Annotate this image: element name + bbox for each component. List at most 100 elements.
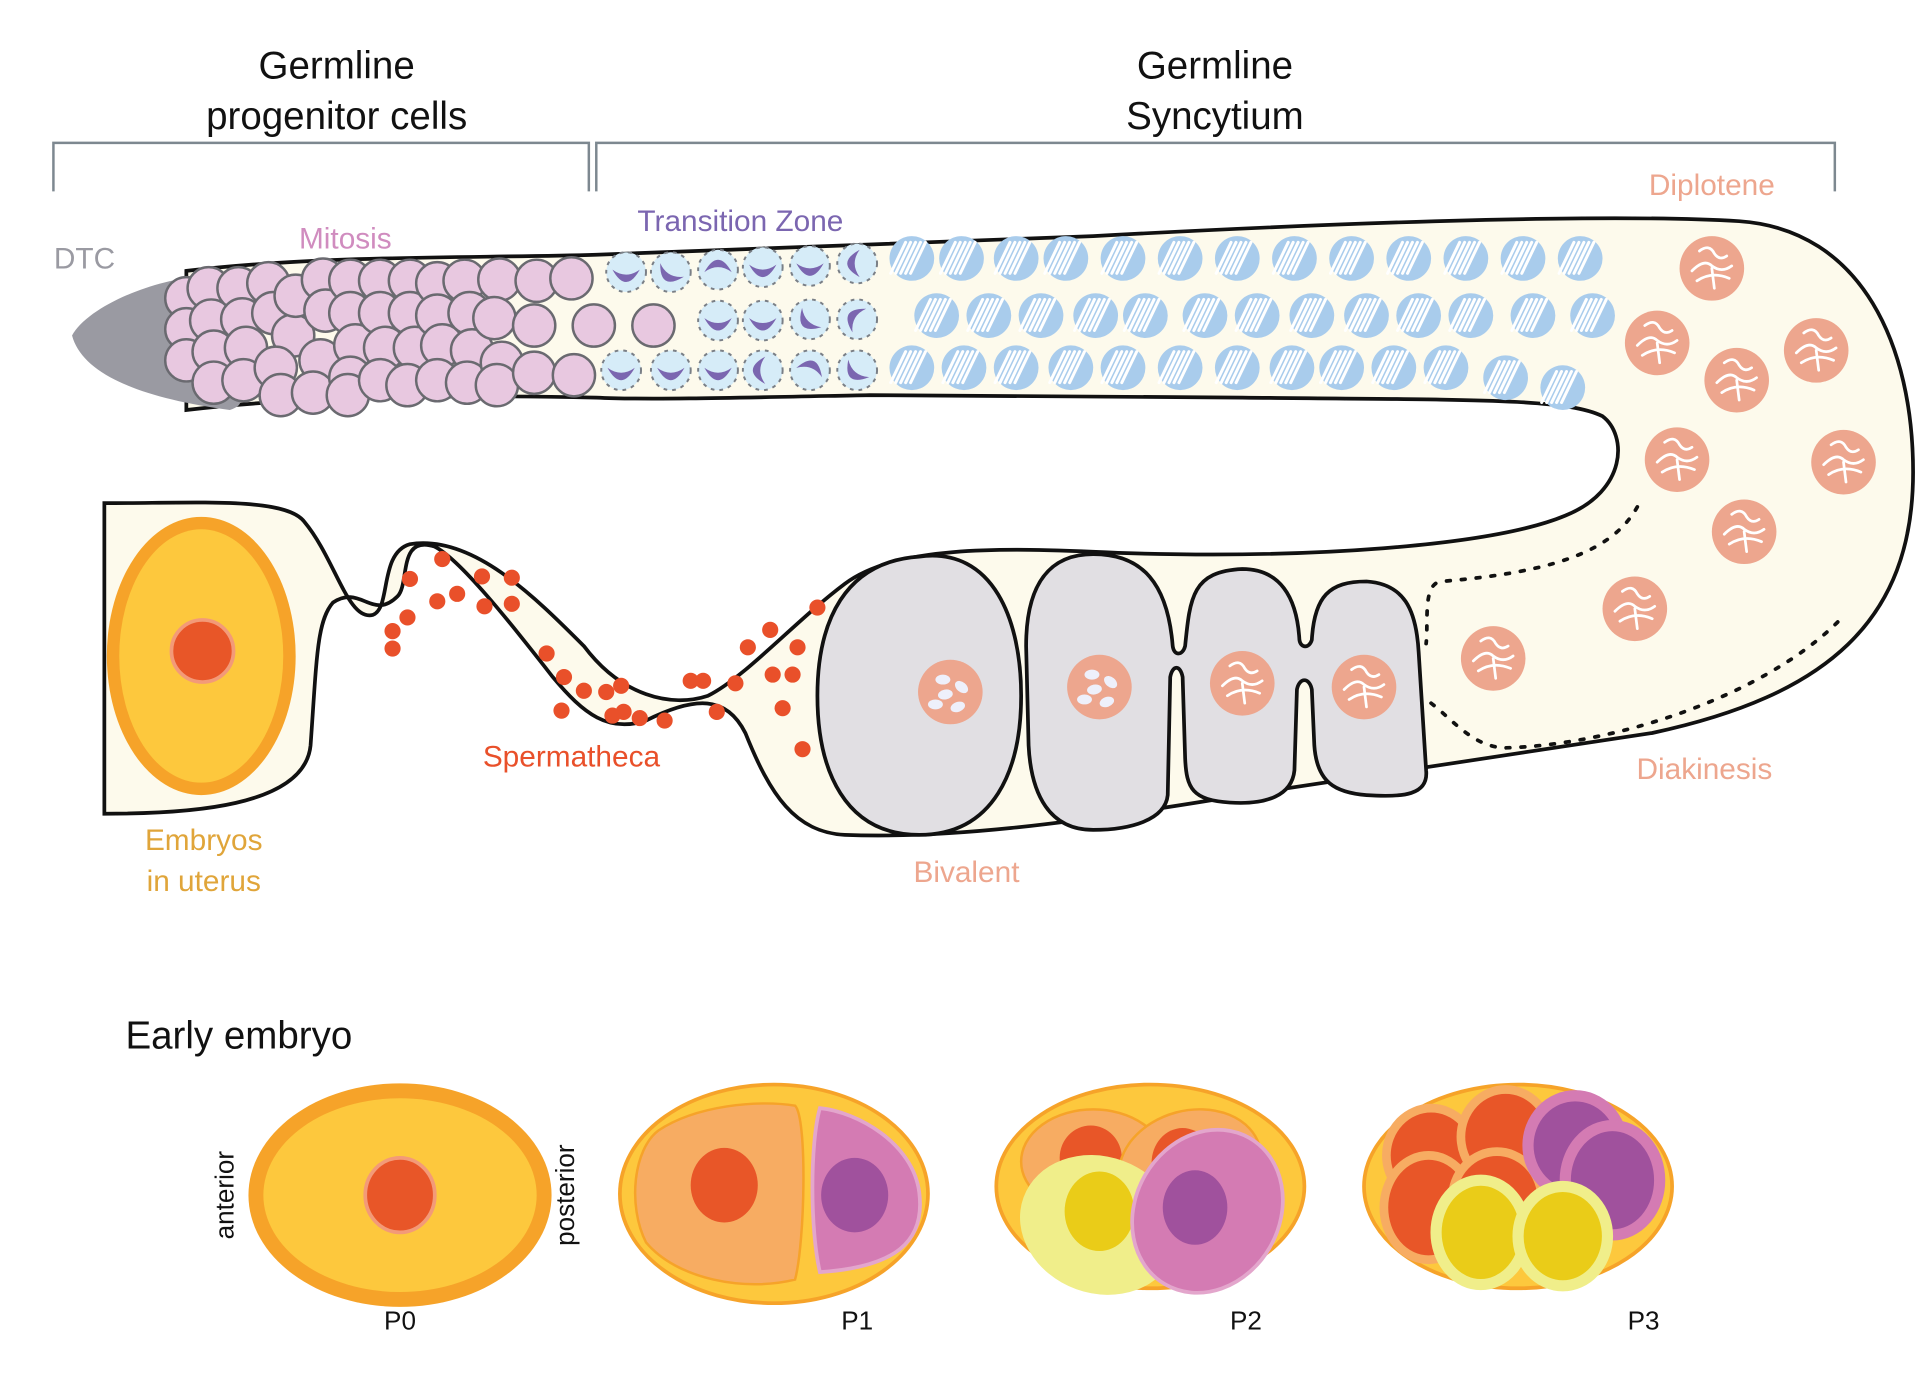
sperm-cell (384, 640, 401, 657)
sperm-cell (575, 682, 592, 699)
header-progenitor: Germline progenitor cells (52, 44, 591, 192)
chromosome-strand (971, 297, 990, 332)
chromosome-strand (1008, 350, 1027, 385)
chromosome-strand (923, 297, 942, 332)
chromosome-strand (943, 240, 962, 275)
chromosome-strand (1276, 240, 1295, 275)
transition-zone-nucleus (836, 242, 879, 285)
header-progenitor-line2: progenitor cells (206, 95, 467, 138)
transition-zone-nucleus (697, 349, 739, 392)
chromosome-strand (1100, 240, 1119, 275)
anterior-label: anterior (210, 1151, 240, 1240)
chromosome-strand (1348, 240, 1367, 275)
chromosome-strand (1271, 240, 1290, 275)
sperm-cell (682, 672, 699, 689)
chromosome-strand (1342, 680, 1386, 691)
chromosome-strand (1328, 350, 1347, 385)
bivalent-chromosome (1099, 696, 1115, 708)
chromosome-strand (1438, 350, 1457, 385)
sperm-cell (708, 703, 725, 720)
crescent-chromatin (847, 249, 860, 278)
chromosome-strand (1358, 297, 1377, 332)
chromosome-strand (993, 240, 1012, 275)
header-syncytium: Germline Syncytium (595, 44, 1837, 192)
chromosome-strand (1013, 240, 1032, 275)
chromosome-strand (1405, 297, 1424, 332)
chromosome-strand (1742, 530, 1748, 553)
chromosome-strand (1491, 657, 1498, 680)
chromosome-strand (1540, 370, 1559, 405)
crescent-chromatin (796, 360, 822, 378)
chromosome-strand (1635, 336, 1679, 347)
chromosome-strand (1483, 360, 1501, 395)
chromosome-strand (1038, 297, 1057, 332)
chromosome-strand (1291, 240, 1310, 275)
embryo-p1 (618, 1082, 930, 1306)
chromosome-strand (1802, 328, 1833, 342)
chromosome-strand (1142, 297, 1161, 332)
sperm-cell (434, 551, 451, 568)
chromosome-strand (1162, 240, 1181, 275)
chromosome-strand (1443, 240, 1462, 275)
chromosome-strand (1214, 240, 1233, 275)
transition-zone-nucleus (836, 349, 879, 392)
chromosome-strand (894, 350, 913, 385)
sperm-cell (449, 585, 466, 602)
bivalent-label: Bivalent (913, 856, 1020, 889)
sperm-cell (555, 669, 573, 686)
chromosome-strand (1520, 240, 1539, 275)
sperm-cells (384, 551, 826, 758)
chromosome-strand (1560, 370, 1578, 405)
chromosome-strand (1510, 240, 1529, 275)
chromosome-strand (993, 350, 1012, 385)
header-syncytium-line2: Syncytium (1126, 95, 1304, 138)
chromosome-strand (948, 240, 967, 275)
chromosome-strand (1319, 350, 1337, 385)
oocytes (815, 552, 1428, 837)
chromosome-strand (1715, 373, 1758, 385)
bivalent-chromosome (950, 701, 965, 713)
chromosome-strand (909, 350, 927, 385)
chromosome-strand (1633, 607, 1639, 631)
transition-zone-nucleus (605, 251, 647, 293)
chromosome-strand (1829, 440, 1860, 454)
sperm-cell (384, 623, 401, 640)
chromosome-strand (951, 350, 970, 385)
chromosome-strand (1428, 350, 1447, 385)
chromosome-strand (1381, 350, 1400, 385)
diakinesis-label: Diakinesis (1636, 753, 1772, 786)
chromosome-strand (956, 350, 975, 385)
chromosome-strand (1309, 297, 1327, 332)
chromosome-strand (1410, 297, 1429, 332)
p0-nucleus (363, 1155, 437, 1235)
posterior-label: posterior (550, 1144, 580, 1246)
chromosome-strand (1286, 240, 1305, 275)
chromosome-strand (1003, 240, 1022, 275)
p2-ems-nucleus (1064, 1171, 1135, 1252)
chromosome-strand (1234, 297, 1253, 332)
mitotic-nucleus (631, 303, 676, 348)
chromosome-strand (1515, 240, 1534, 275)
chromosome-strand (1822, 455, 1865, 467)
transition-zone-nucleus (741, 349, 784, 392)
crescent-chromatin (800, 307, 822, 329)
chromosome-strand (1343, 297, 1362, 332)
chromosome-strand (976, 297, 995, 332)
chromosome-strand (1353, 297, 1372, 332)
chromosome-strand (1405, 240, 1424, 275)
chromosome-strand (1294, 297, 1313, 332)
chromosome-strand (1471, 651, 1515, 663)
crescent-chromatin (847, 308, 867, 333)
chromosome-strand (1289, 297, 1308, 332)
chromosome-strand (1698, 246, 1729, 260)
chromosome-strand (1567, 240, 1586, 275)
chromosome-strand (1023, 297, 1042, 332)
diplotene-zone (1460, 236, 1876, 691)
chromosome-strand (1572, 240, 1591, 275)
chromosome-strand (938, 240, 957, 275)
chromosome-strand (1458, 297, 1477, 332)
chromosome-strand (1463, 240, 1482, 275)
chromosome-strand (1479, 636, 1510, 650)
crescent-chromatin (749, 318, 777, 331)
